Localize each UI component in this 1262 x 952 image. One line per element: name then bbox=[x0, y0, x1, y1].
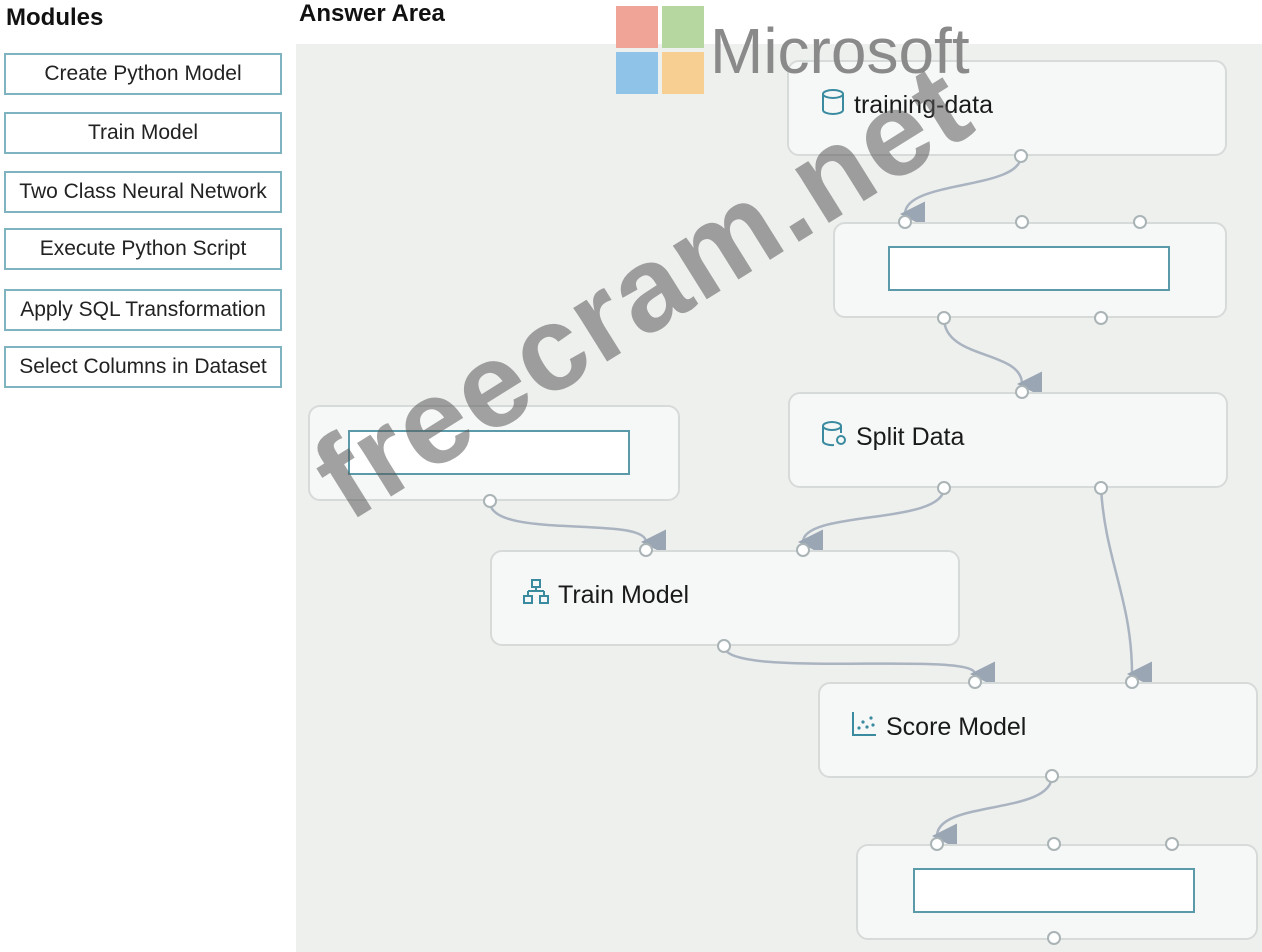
database-icon bbox=[820, 88, 846, 123]
module-apply-sql-transformation[interactable]: Apply SQL Transformation bbox=[4, 289, 282, 331]
port-slot-3-out[interactable] bbox=[1047, 931, 1061, 945]
answer-slot-3[interactable] bbox=[913, 868, 1195, 913]
module-execute-python-script[interactable]: Execute Python Script bbox=[4, 228, 282, 270]
port-split-data-out-1[interactable] bbox=[937, 481, 951, 495]
node-train-model-label: Train Model bbox=[522, 578, 689, 613]
node-score-model[interactable] bbox=[818, 682, 1258, 778]
port-slot-2-out[interactable] bbox=[483, 494, 497, 508]
port-train-model-in-2[interactable] bbox=[796, 543, 810, 557]
database-gear-icon bbox=[820, 420, 848, 455]
answer-slot-2[interactable] bbox=[348, 430, 630, 475]
port-split-data-out-2[interactable] bbox=[1094, 481, 1108, 495]
answer-area-heading: Answer Area bbox=[299, 0, 445, 27]
hierarchy-icon bbox=[522, 578, 550, 613]
microsoft-wordmark: Microsoft bbox=[710, 15, 970, 87]
node-score-model-label: Score Model bbox=[850, 710, 1026, 745]
port-training-data-out[interactable] bbox=[1014, 149, 1028, 163]
port-slot-3-in-1[interactable] bbox=[930, 837, 944, 851]
node-train-model[interactable] bbox=[490, 550, 960, 646]
module-create-python-model[interactable]: Create Python Model bbox=[4, 53, 282, 95]
node-split-data[interactable] bbox=[788, 392, 1228, 488]
port-slot-3-in-3[interactable] bbox=[1165, 837, 1179, 851]
node-training-data-label: training-data bbox=[820, 88, 993, 123]
port-score-model-in-2[interactable] bbox=[1125, 675, 1139, 689]
scatter-plot-icon bbox=[850, 710, 878, 745]
modules-heading: Modules bbox=[6, 4, 104, 31]
port-score-model-in-1[interactable] bbox=[968, 675, 982, 689]
module-select-columns-in-dataset[interactable]: Select Columns in Dataset bbox=[4, 346, 282, 388]
port-slot-3-in-2[interactable] bbox=[1047, 837, 1061, 851]
port-train-model-in-1[interactable] bbox=[639, 543, 653, 557]
port-slot-1-in-3[interactable] bbox=[1133, 215, 1147, 229]
microsoft-logo-icon bbox=[616, 6, 704, 94]
node-training-data[interactable] bbox=[787, 60, 1227, 156]
port-split-data-in[interactable] bbox=[1015, 385, 1029, 399]
answer-slot-1[interactable] bbox=[888, 246, 1170, 291]
module-train-model[interactable]: Train Model bbox=[4, 112, 282, 154]
module-two-class-neural-network[interactable]: Two Class Neural Network bbox=[4, 171, 282, 213]
port-slot-1-in-1[interactable] bbox=[898, 215, 912, 229]
port-slot-1-out-2[interactable] bbox=[1094, 311, 1108, 325]
node-split-data-label: Split Data bbox=[820, 420, 964, 455]
port-score-model-out[interactable] bbox=[1045, 769, 1059, 783]
port-slot-1-in-2[interactable] bbox=[1015, 215, 1029, 229]
port-train-model-out[interactable] bbox=[717, 639, 731, 653]
port-slot-1-out-1[interactable] bbox=[937, 311, 951, 325]
